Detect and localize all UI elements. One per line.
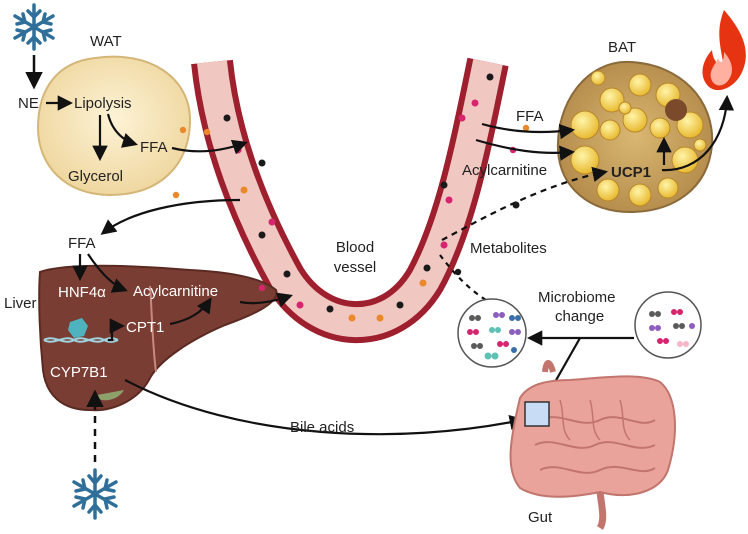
hnf4a-to-cpt1-arrow <box>108 318 126 342</box>
bile-acids-arrow <box>124 379 526 436</box>
ffa-dot <box>522 124 530 132</box>
cpt1-label: CPT1 <box>126 319 164 336</box>
vessel-to-bat-acylcarnitine-arrow <box>475 138 576 161</box>
acylcarnitine-bat-label: Acylcarnitine <box>462 162 547 179</box>
liver-label: Liver <box>4 295 37 312</box>
bat-label: BAT <box>608 39 636 56</box>
bat-cell <box>556 60 714 214</box>
microbiome-label-line1: Microbiome <box>538 289 616 306</box>
microbiome-after-circle <box>457 298 527 368</box>
acylcarnitine-dot <box>440 241 448 249</box>
lipolysis-label: Lipolysis <box>74 95 132 112</box>
metabolite-dot <box>258 231 266 239</box>
gut-organ <box>509 360 676 530</box>
bile-acids-label: Bile acids <box>290 419 354 436</box>
acylcarnitine-dot <box>234 146 242 154</box>
nucleus <box>665 99 687 121</box>
ffa-dot <box>240 186 248 194</box>
metabolite-dot <box>223 114 231 122</box>
bacteria-cluster <box>467 312 521 360</box>
microbiome-to-vessel-dashed-line <box>439 254 487 301</box>
wat-fat-cell <box>36 55 192 197</box>
gut-highlight-box <box>524 401 550 427</box>
acylcarnitine-liver-label: Acylcarnitine <box>133 283 218 300</box>
hnf4a-protein-icon <box>68 318 88 338</box>
vessel-to-bat-ffa-arrow <box>481 122 576 140</box>
ffa-to-vessel-arrow <box>171 139 248 155</box>
ucp1-to-heat-arrow <box>661 94 735 172</box>
acylcarnitine-dot <box>296 301 304 309</box>
acylcarnitine-dot <box>268 218 276 226</box>
metabolite-dot <box>512 201 520 209</box>
ffa-dot <box>172 191 180 199</box>
lipolysis-to-ffa-arrow <box>106 113 138 148</box>
gut-label: Gut <box>528 509 553 526</box>
ffa-dot <box>203 128 211 136</box>
ucp1-label: UCP1 <box>611 164 651 181</box>
blood-vessel <box>191 57 509 344</box>
hnf4a-label: HNF4α <box>58 284 106 301</box>
blood-vessel-label-line1: Blood <box>336 239 374 256</box>
metabolite-dot <box>423 264 431 272</box>
metabolite-dot <box>454 268 462 276</box>
blood-vessel-label-line2: vessel <box>334 259 377 276</box>
wat-label: WAT <box>90 33 122 50</box>
cpt1-to-acylcarnitine-arrow <box>169 297 212 326</box>
ffa-dot <box>419 279 427 287</box>
metabolite-dot <box>326 305 334 313</box>
acylcarnitine-to-vessel-arrow <box>239 292 293 308</box>
liver-organ <box>38 264 278 412</box>
acylcarnitine-dot <box>445 196 453 204</box>
ffa-bat-label: FFA <box>516 108 544 125</box>
vessel-to-ffa-liver-arrow <box>100 198 241 235</box>
cyp7b1-label: CYP7B1 <box>50 364 108 381</box>
microbiome-label-line2: change <box>555 308 604 325</box>
metabolite-dot <box>486 73 494 81</box>
metabolite-dot <box>283 270 291 278</box>
acylcarnitine-dot <box>258 284 266 292</box>
ffa-liver-label: FFA <box>68 235 96 252</box>
acylcarnitine-dot <box>458 114 466 122</box>
ne-label: NE <box>18 95 39 112</box>
ffa-dot <box>348 314 356 322</box>
ffa-dot <box>376 314 384 322</box>
metabolite-dot <box>258 159 266 167</box>
acylcarnitine-dot <box>471 99 479 107</box>
metabolite-dot <box>440 181 448 189</box>
metabolite-dot <box>396 301 404 309</box>
snowflake-icon <box>72 468 118 520</box>
microbiome-before-circle <box>634 291 702 359</box>
snowflake-icon <box>13 3 55 51</box>
bacteria-cluster <box>649 309 695 347</box>
flame-icon <box>702 10 746 91</box>
glycerol-label: Glycerol <box>68 168 123 185</box>
metabolites-label: Metabolites <box>470 240 547 257</box>
ffa-to-acylcarnitine-arrow <box>87 253 128 293</box>
ffa-wat-label: FFA <box>140 139 168 156</box>
ffa-dot <box>179 126 187 134</box>
